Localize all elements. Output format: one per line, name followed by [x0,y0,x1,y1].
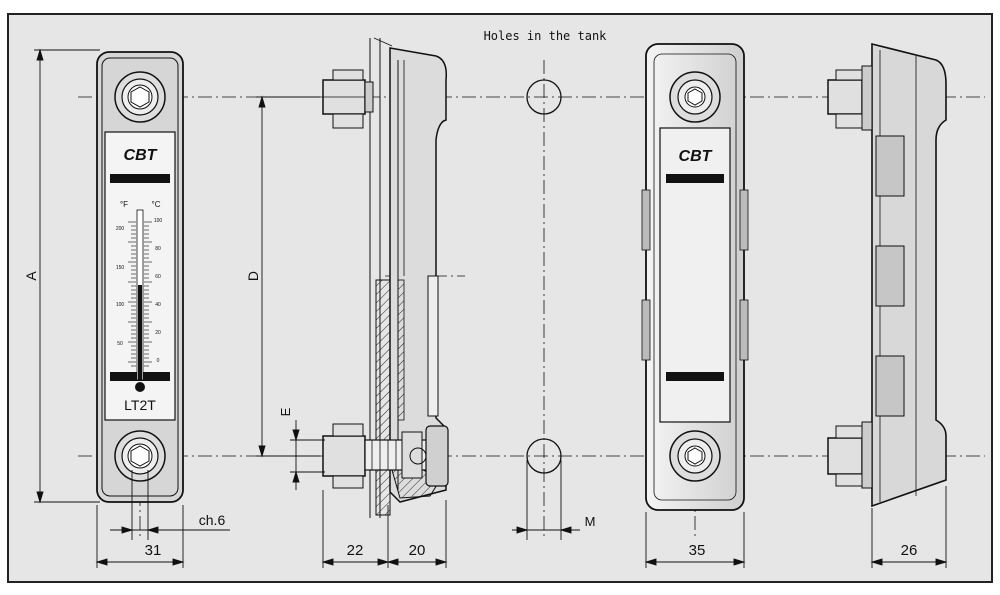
c-label-100: 100 [154,218,163,224]
c-label-0: 0 [157,358,160,364]
dimension-lines [34,48,948,568]
right-side-view [827,42,947,508]
brand-logo: CBT [124,147,158,164]
c-label-80: 80 [155,246,161,252]
dim-E: E [278,407,293,416]
hole-bottom-icon [526,438,562,474]
model-label: LT2T [124,397,156,413]
c-label-60: 60 [155,274,161,280]
f-label-200: 200 [116,226,125,232]
dim-35: 35 [689,542,706,559]
f-label-100: 100 [116,302,125,308]
dim-ch: ch.6 [199,512,226,528]
unit-celsius: °C [152,200,161,209]
rear-bottom-bolt-icon [669,430,721,482]
hole-top-icon [526,79,562,115]
right-top-nut-icon [827,65,873,131]
c-label-20: 20 [155,330,161,336]
top-bolt-icon [114,71,166,123]
holes-view [526,79,562,474]
f-label-50: 50 [117,341,123,347]
thermometer-ticks [128,221,152,367]
side-top-nut-icon [322,69,374,129]
dim-26: 26 [901,542,918,559]
rear-brand-logo: CBT [679,148,713,165]
side-bottom-nut-icon [322,423,449,489]
c-label-40: 40 [155,302,161,308]
dim-31: 31 [145,542,162,559]
dim-D: D [245,271,261,281]
holes-title: Holes in the tank [484,29,608,43]
dim-22: 22 [347,542,364,559]
dim-A: A [23,271,39,281]
unit-fahrenheit: °F [120,200,128,209]
front-view: CBT °F °C 200 150 100 50 100 80 60 40 20… [96,51,184,503]
rear-view: CBT [641,43,749,511]
rear-top-bolt-icon [669,71,721,123]
bottom-bolt-icon [114,430,166,482]
dim-20: 20 [409,542,426,559]
f-label-150: 150 [116,265,125,271]
thermometer-bulb [135,382,145,392]
dim-M: M [585,514,596,529]
side-section-view [322,37,449,518]
right-bottom-nut-icon [827,421,873,489]
